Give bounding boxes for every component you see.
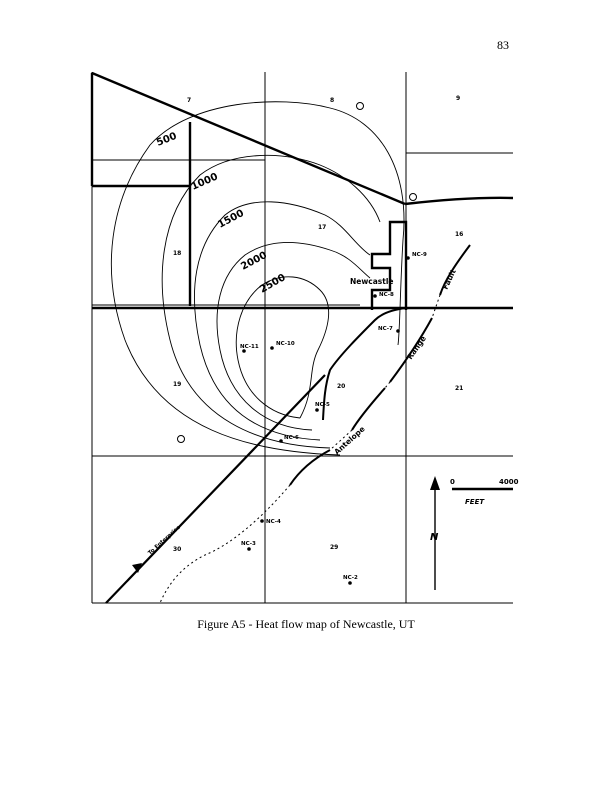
contour-label-1000: 1000 <box>190 171 220 192</box>
thick-boundaries <box>90 71 514 310</box>
section-label: 29 <box>330 544 338 551</box>
well-label: NC-5 <box>315 402 330 408</box>
section-label: 16 <box>455 231 463 238</box>
contour-label-500: 500 <box>155 131 179 149</box>
section-label: 17 <box>318 224 326 231</box>
scale-bar: 0 4000 FEET <box>450 478 519 506</box>
well-label: NC-8 <box>379 292 394 298</box>
circle-marker <box>177 435 185 443</box>
well-label: NC-9 <box>412 252 427 258</box>
section-label: 20 <box>337 383 345 390</box>
road-arrow <box>132 563 142 573</box>
well-label: NC-11 <box>240 344 259 350</box>
circle-marker <box>409 193 417 201</box>
fault-dashed <box>159 294 441 604</box>
well-label: NC-6 <box>284 435 299 441</box>
fault-label: Fault <box>441 267 458 290</box>
section-grid <box>91 72 513 604</box>
section-label: 18 <box>173 250 181 257</box>
section-label: 19 <box>173 381 181 388</box>
circle-marker <box>356 102 364 110</box>
heat-flow-contours <box>111 101 405 456</box>
contour-1000 <box>161 154 381 449</box>
antelope-label: Antelope <box>332 424 366 456</box>
well-dots <box>242 256 410 585</box>
road-to-enterprise <box>105 374 326 604</box>
contour-2000 <box>216 241 371 431</box>
contour-500 <box>111 101 405 456</box>
range-label: Range <box>405 334 428 361</box>
well-label: NC-2 <box>343 575 358 581</box>
well-label: NC-3 <box>241 541 256 547</box>
contour-1500 <box>193 201 371 441</box>
contour-2500 <box>235 276 330 419</box>
section-label: 30 <box>173 546 181 553</box>
section-label: 9 <box>456 95 460 102</box>
contour-label-2500: 2500 <box>258 272 288 295</box>
north-label: N <box>430 532 439 543</box>
section-label: 7 <box>187 97 191 104</box>
section-label: 21 <box>455 385 463 392</box>
figure-caption: Figure A5 - Heat flow map of Newcastle, … <box>197 617 415 631</box>
page-number: 83 <box>497 38 509 52</box>
north-arrow: N <box>430 476 440 590</box>
scale-zero: 0 <box>450 478 455 486</box>
town-label: Newcastle <box>350 277 394 286</box>
scale-max: 4000 <box>499 478 519 486</box>
well-label: NC-4 <box>266 519 281 525</box>
contour-label-1500: 1500 <box>216 208 246 231</box>
faults <box>289 244 471 486</box>
scale-unit: FEET <box>465 498 485 506</box>
well-label: NC-10 <box>276 341 295 347</box>
well-label: NC-7 <box>378 326 393 332</box>
section-label: 8 <box>330 97 334 104</box>
